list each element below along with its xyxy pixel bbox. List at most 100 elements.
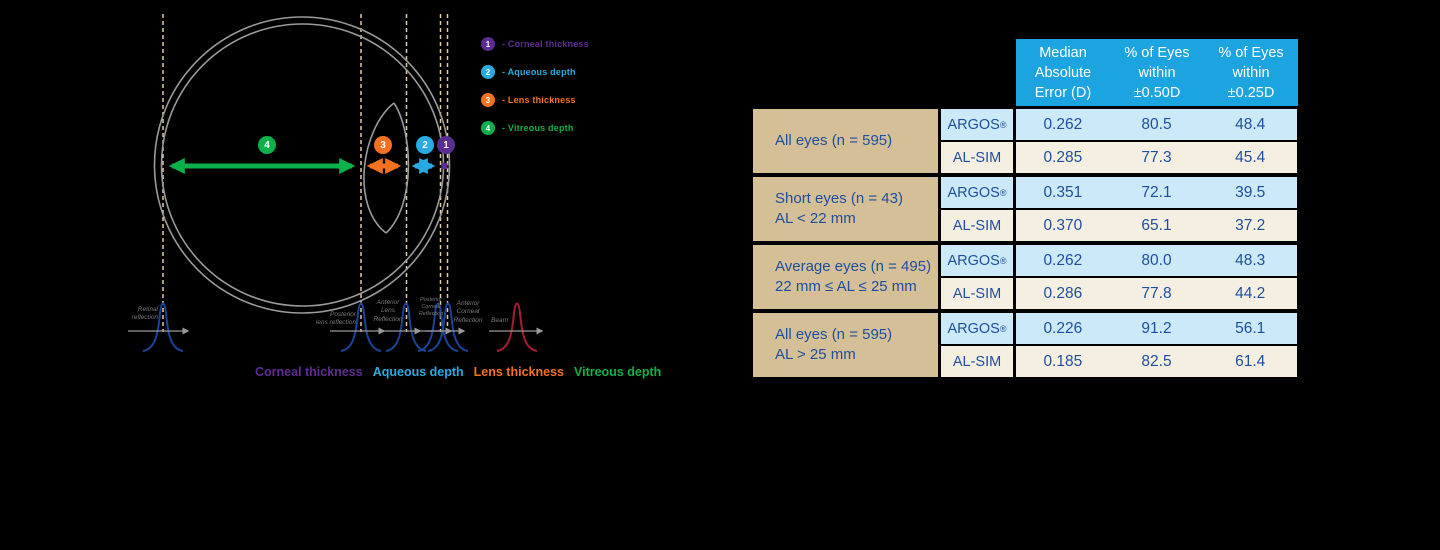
value-mae: 0.185 (1043, 352, 1083, 370)
legend-item-vitreous-depth: 4 - Vitreous depth (481, 121, 589, 135)
value-025d: 37.2 (1235, 216, 1266, 234)
device-name: ARGOS (947, 252, 1000, 269)
legend-label: - Aqueous depth (502, 67, 576, 77)
beam-peak (496, 302, 538, 352)
dashed-boundary-lines (162, 14, 449, 332)
value-025d: 56.1 (1235, 319, 1266, 337)
legend-dot-2: 2 (481, 65, 495, 79)
device-name: ARGOS (947, 116, 1000, 133)
legend-number: 3 (485, 95, 491, 105)
marker-2-aqueous-depth: 2 (416, 136, 434, 154)
beam-label: Beam (491, 317, 508, 324)
legend-item-lens-thickness: 3 - Lens thickness (481, 93, 589, 107)
device-cell-argos: ARGOS® (941, 109, 1013, 140)
data-row-alsim: 0.286 77.8 44.2 (1016, 278, 1297, 309)
diagram-legend: 1 - Corneal thickness 2 - Aqueous depth … (481, 37, 589, 135)
value-mae: 0.285 (1043, 148, 1083, 166)
table-group-average-eyes: Average eyes (n = 495) 22 mm ≤ AL ≤ 25 m… (753, 245, 1298, 309)
group-label: Average eyes (n = 495) 22 mm ≤ AL ≤ 25 m… (753, 245, 938, 309)
device-cell-alsim: AL-SIM (941, 210, 1013, 241)
device-cell-alsim: AL-SIM (941, 142, 1013, 173)
legend-label: - Lens thickness (502, 95, 576, 105)
value-025d: 48.3 (1235, 251, 1266, 269)
value-025d: 61.4 (1235, 352, 1266, 370)
header-pct-within-025d: % of Eyes within ±0.25D (1218, 44, 1284, 101)
device-name: ARGOS (947, 184, 1000, 201)
device-cell-alsim: AL-SIM (941, 278, 1013, 309)
caption-corneal-thickness: Corneal thickness (255, 365, 363, 379)
legend-item-corneal-thickness: 1 - Corneal thickness (481, 37, 589, 51)
legend-number: 2 (485, 67, 491, 77)
group-label: All eyes (n = 595) (753, 109, 938, 173)
table-group-all-eyes: All eyes (n = 595) ARGOS® 0.262 80.5 48.… (753, 109, 1298, 173)
lens-posterior-arc (385, 102, 410, 234)
legend-number: 4 (485, 123, 491, 133)
value-mae: 0.351 (1043, 183, 1083, 201)
anterior-lens-reflection-label: Anterior Lens Reflection (373, 299, 403, 323)
value-mae: 0.262 (1043, 115, 1083, 133)
value-mae: 0.226 (1043, 319, 1083, 337)
data-row-alsim: 0.285 77.3 45.4 (1016, 142, 1297, 173)
marker-number: 1 (443, 139, 449, 151)
value-050d: 91.2 (1141, 319, 1172, 337)
eye-diagram-graphic (128, 14, 544, 352)
value-mae: 0.370 (1043, 216, 1083, 234)
value-025d: 48.4 (1235, 115, 1266, 133)
results-table: Median Absolute Error (D) % of Eyes with… (753, 39, 1298, 377)
legend-dot-3: 3 (481, 93, 495, 107)
data-row-alsim: 0.370 65.1 37.2 (1016, 210, 1297, 241)
header-pct-within-050d: % of Eyes within ±0.50D (1124, 44, 1190, 101)
eye-biometry-diagram: 4 3 2 1 1 - Corneal thickness 2 - Aqueou… (0, 0, 720, 400)
group-label: Short eyes (n = 43) AL < 22 mm (753, 177, 938, 241)
table-group-long-eyes: All eyes (n = 595) AL > 25 mm ARGOS® 0.2… (753, 313, 1298, 377)
group-label: All eyes (n = 595) AL > 25 mm (753, 313, 938, 377)
lens-anterior-arc (363, 102, 395, 234)
device-cell-argos: ARGOS® (941, 177, 1013, 208)
signal-peaks (142, 302, 469, 352)
legend-label: - Corneal thickness (502, 39, 589, 49)
anterior-cornea-peak (427, 302, 469, 352)
caption-aqueous-depth: Aqueous depth (372, 365, 464, 379)
table-header-row: Median Absolute Error (D) % of Eyes with… (1016, 39, 1298, 106)
outer-globe (153, 16, 451, 314)
posterior-lens-peak (340, 302, 382, 352)
device-name: AL-SIM (952, 217, 1002, 234)
retinal-peak (142, 302, 184, 352)
marker-4-vitreous-depth: 4 (258, 136, 276, 154)
header-median-absolute-error: Median Absolute Error (D) (1034, 44, 1092, 101)
value-050d: 82.5 (1141, 352, 1172, 370)
value-050d: 80.0 (1141, 251, 1172, 269)
corneal-thickness-segment (441, 163, 448, 169)
value-025d: 44.2 (1235, 284, 1266, 302)
marker-3-lens-thickness: 3 (374, 136, 392, 154)
retinal-reflection-label: Retinal reflection (131, 306, 158, 322)
anterior-corneal-reflection-label: Anterior Corneal Reflection (453, 300, 483, 324)
posterior-lens-reflection-label: Posterior lens reflection (315, 311, 356, 327)
data-row-argos: 0.262 80.0 48.3 (1016, 245, 1297, 276)
anterior-lens-peak (385, 302, 427, 352)
legend-dot-4: 4 (481, 121, 495, 135)
value-050d: 77.8 (1141, 284, 1172, 302)
value-mae: 0.262 (1043, 251, 1083, 269)
marker-number: 2 (422, 139, 428, 151)
value-050d: 72.1 (1141, 183, 1172, 201)
value-050d: 77.3 (1141, 148, 1172, 166)
caption-lens-thickness: Lens thickness (473, 365, 564, 379)
value-050d: 65.1 (1141, 216, 1172, 234)
device-name: AL-SIM (952, 353, 1002, 370)
data-row-argos: 0.226 91.2 56.1 (1016, 313, 1297, 344)
caption-vitreous-depth: Vitreous depth (573, 365, 662, 379)
posterior-corneal-reflection-label: Posterior Corneal Reflection (418, 297, 444, 318)
marker-1-corneal-thickness: 1 (437, 136, 455, 154)
legend-item-aqueous-depth: 2 - Aqueous depth (481, 65, 589, 79)
legend-label: - Vitreous depth (502, 123, 574, 133)
data-row-argos: 0.351 72.1 39.5 (1016, 177, 1297, 208)
eye-globe-outline (153, 16, 451, 314)
value-025d: 39.5 (1235, 183, 1266, 201)
table-group-short-eyes: Short eyes (n = 43) AL < 22 mm ARGOS® 0.… (753, 177, 1298, 241)
device-name: ARGOS (947, 320, 1000, 337)
value-025d: 45.4 (1235, 148, 1266, 166)
marker-number: 3 (380, 139, 386, 151)
data-row-argos: 0.262 80.5 48.4 (1016, 109, 1297, 140)
